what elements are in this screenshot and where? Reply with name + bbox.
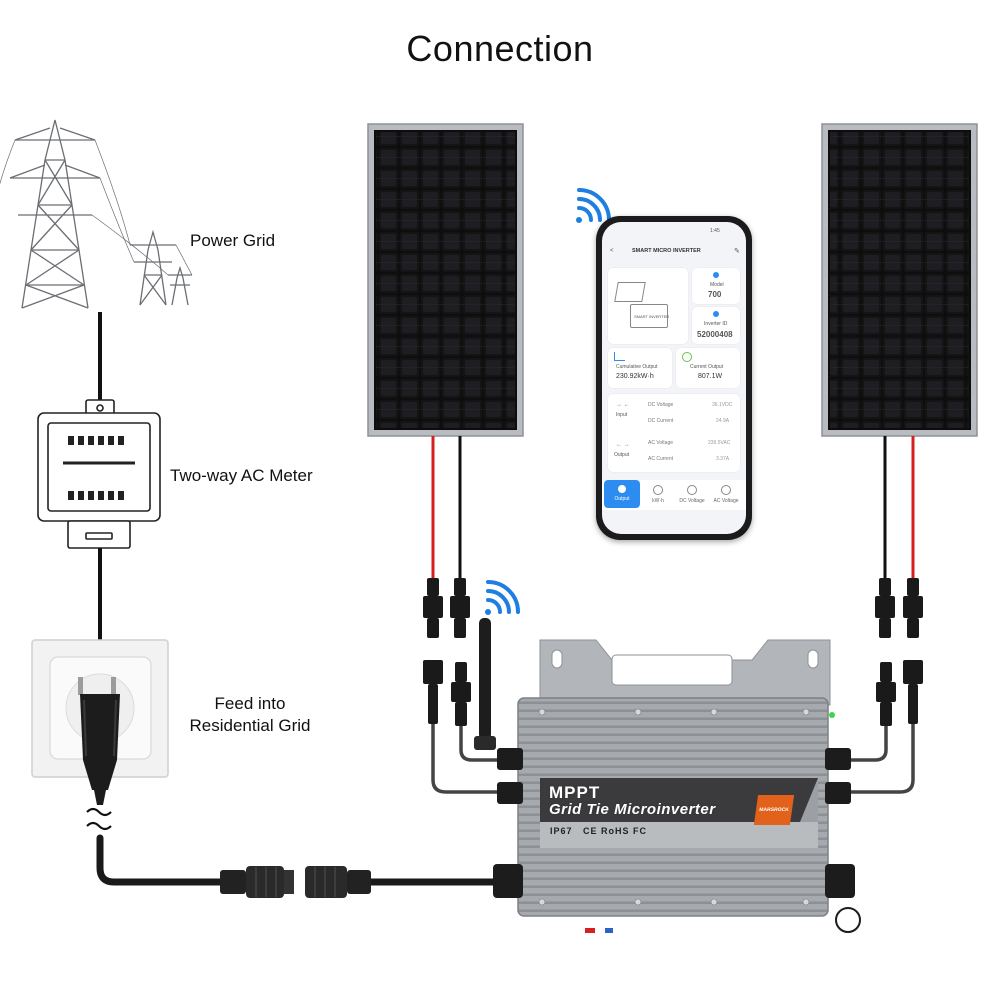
wifi-icon bbox=[576, 188, 611, 223]
plug-icon bbox=[78, 677, 120, 831]
device-illustration: SMART INVERTER bbox=[608, 268, 688, 344]
inverter-name: Grid Tie Microinverter bbox=[549, 801, 716, 818]
tab-output[interactable]: Output bbox=[604, 480, 640, 508]
cert-marks: CE RoHS FC bbox=[583, 826, 648, 836]
app-tab-bar: Output kW·h DC Voltage AC Voltage bbox=[602, 480, 746, 510]
inverter-certifications: IP67 CE RoHS FC bbox=[550, 826, 647, 836]
wifi-icon bbox=[485, 580, 520, 615]
current-output-card: Current Output 807.1W bbox=[676, 348, 740, 388]
ip-rating: IP67 bbox=[550, 826, 573, 836]
cumulative-value: 230.92kW·h bbox=[616, 373, 654, 380]
tab-dc-voltage[interactable]: DC Voltage bbox=[674, 480, 710, 508]
solar-panel-right bbox=[821, 123, 978, 437]
inverter-label: MPPT Grid Tie Microinverter bbox=[549, 783, 716, 818]
smartphone: 1:45 < SMART MICRO INVERTER ✎ SMART INVE… bbox=[596, 216, 752, 540]
ac-connector-female bbox=[220, 866, 294, 898]
ac-meter bbox=[37, 399, 161, 549]
power-grid-label: Power Grid bbox=[190, 231, 276, 250]
feed-label-line2: Residential Grid bbox=[189, 716, 311, 735]
current-value: 807.1W bbox=[698, 373, 723, 380]
device-label: SMART INVERTER bbox=[634, 314, 670, 319]
meter-label: Two-way AC Meter bbox=[170, 466, 313, 485]
model-value: 700 bbox=[708, 290, 722, 299]
mc4-inverter-side-left bbox=[423, 660, 471, 726]
mc4-connectors-right bbox=[875, 578, 923, 638]
meter-bottom-digits bbox=[68, 491, 124, 500]
mc4-connectors-left bbox=[423, 578, 470, 638]
feed-label: Feed into Residential Grid bbox=[170, 693, 330, 737]
back-button[interactable]: < bbox=[610, 248, 614, 254]
feed-label-line1: Feed into bbox=[214, 694, 286, 713]
app-header: SMART MICRO INVERTER bbox=[632, 248, 701, 254]
inverter-id-card: Inverter ID 52000408 bbox=[692, 307, 740, 344]
edit-button[interactable]: ✎ bbox=[734, 248, 740, 255]
readings-card: → ← Input ← → Output DC Voltage 36.1VDC … bbox=[608, 394, 740, 472]
model-card: Model 700 bbox=[692, 268, 740, 304]
cumulative-output-card: Cumulative Output 230.92kW·h bbox=[608, 348, 672, 388]
tab-kwh[interactable]: kW·h bbox=[640, 480, 676, 508]
meter-top-digits bbox=[68, 436, 124, 445]
inverter bbox=[474, 618, 861, 933]
app-screen: 1:45 < SMART MICRO INVERTER ✎ SMART INVE… bbox=[602, 222, 746, 534]
mc4-inverter-side-right bbox=[876, 660, 923, 726]
solar-panel-left bbox=[367, 123, 524, 437]
brand-logo: MARSROCK bbox=[753, 795, 795, 825]
ac-connector-male bbox=[305, 866, 371, 898]
diagram-title: Connection bbox=[406, 28, 594, 69]
inverter-id-value: 52000408 bbox=[697, 330, 733, 339]
tab-ac-voltage[interactable]: AC Voltage bbox=[708, 480, 744, 508]
power-tower-icon bbox=[0, 119, 193, 309]
inverter-type-label: MPPT bbox=[549, 783, 601, 802]
antenna-icon bbox=[479, 618, 491, 740]
status-time: 1:45 bbox=[710, 228, 720, 234]
